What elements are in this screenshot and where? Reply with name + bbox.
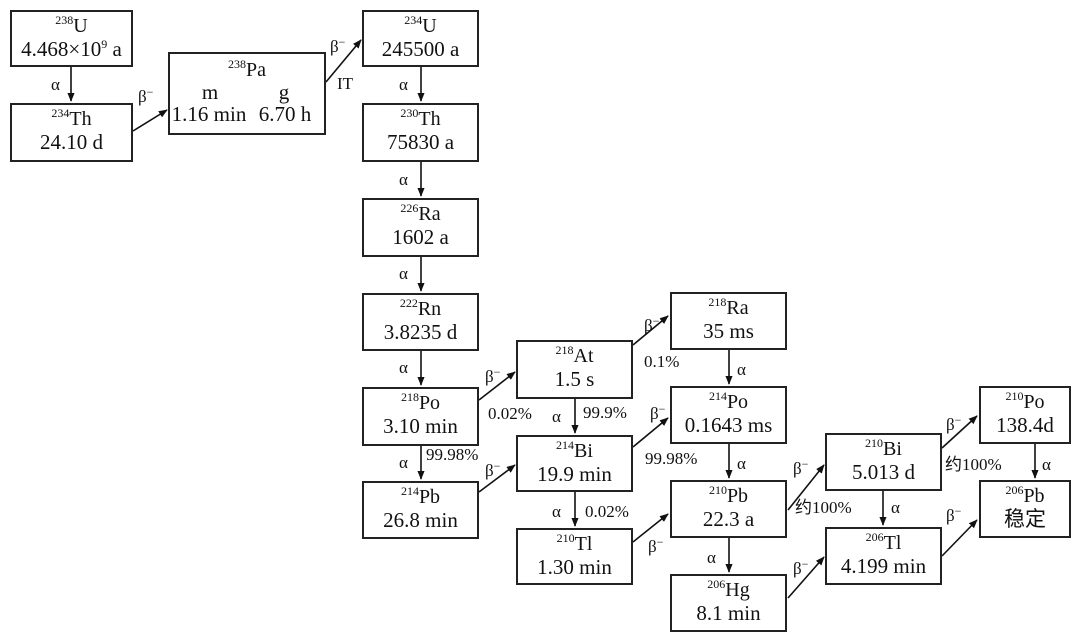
label-it-pa238: IT (337, 74, 354, 93)
arrow-tl210-pb210 (632, 513, 669, 543)
arrow-at218-ra218 (632, 315, 669, 346)
label-pct-po218-alpha: 99.98% (426, 445, 479, 464)
label-beta-at218: β− (644, 314, 660, 335)
label-beta-pb210: β− (793, 457, 809, 478)
label-alpha-th230: α (399, 170, 408, 189)
label-alpha-ra218: α (737, 360, 746, 379)
node-po214: 214Po 0.1643 ms (670, 386, 787, 444)
label-beta-tl210: β− (648, 535, 664, 556)
node-po218: 218Po 3.10 min (362, 387, 479, 446)
label-alpha-at218: α (552, 407, 561, 426)
arrow-tl206-pb206 (941, 519, 978, 557)
node-at218: 218At 1.5 s (516, 340, 633, 399)
label-pct-pb210-beta: 约100% (795, 498, 852, 517)
label-alpha-po210: α (1042, 455, 1051, 474)
node-hg206: 206Hg 8.1 min (670, 574, 787, 632)
label-beta-bi214: β− (650, 402, 666, 423)
label-pct-bi214-beta: 99.98% (645, 449, 698, 468)
node-u238: 238U 4.468×109 a (10, 10, 133, 67)
node-bi210: 210Bi 5.013 d (825, 433, 942, 491)
label-alpha-u238: α (51, 75, 60, 94)
label-beta-pa238: β− (330, 35, 346, 56)
node-bi214: 214Bi 19.9 min (516, 435, 633, 492)
node-rn222: 222Rn 3.8235 d (362, 293, 479, 351)
node-pb210: 210Pb 22.3 a (670, 480, 787, 538)
label-beta-tl206: β− (946, 504, 962, 525)
label-alpha-po214: α (737, 454, 746, 473)
label-pct-po218-beta: 0.02% (488, 404, 532, 423)
label-beta-bi210: β− (946, 413, 962, 434)
arrow-th234-pa238 (132, 109, 168, 132)
label-alpha-u234: α (399, 75, 408, 94)
label-pct-at218-beta: 0.1% (644, 352, 680, 371)
node-ra218: 218Ra 35 ms (670, 292, 787, 350)
label-beta-th234: β− (138, 85, 154, 106)
label-beta-hg206: β− (793, 557, 809, 578)
node-u234: 234U 245500 a (362, 10, 479, 67)
node-tl206: 206Tl 4.199 min (825, 527, 942, 585)
arrow-pa238-u234 (325, 39, 362, 83)
node-pb206: 206Pb 稳定 (979, 480, 1071, 538)
arrow-pb214-bi214 (478, 464, 516, 493)
node-th234: 234Th 24.10 d (10, 103, 133, 162)
label-alpha-bi214: α (552, 502, 561, 521)
arrow-hg206-tl206 (787, 556, 825, 599)
label-alpha-rn222: α (399, 358, 408, 377)
arrow-pb210-bi210 (787, 464, 825, 511)
node-po210: 210Po 138.4d (979, 386, 1071, 444)
arrow-bi210-po210 (941, 415, 978, 449)
label-alpha-pb210: α (707, 548, 716, 567)
label-pct-bi210-beta: 约100% (945, 455, 1002, 474)
label-alpha-po218: α (399, 453, 408, 472)
label-beta-pb214: β− (485, 459, 501, 480)
node-tl210: 210Tl 1.30 min (516, 528, 633, 585)
node-ra226: 226Ra 1602 a (362, 198, 479, 257)
label-beta-po218: β− (485, 365, 501, 386)
arrow-po218-at218 (478, 371, 516, 401)
node-th230: 230Th 75830 a (362, 103, 479, 162)
node-pb214: 214Pb 26.8 min (362, 481, 479, 539)
label-pct-at218-alpha: 99.9% (583, 403, 627, 422)
label-alpha-ra226: α (399, 264, 408, 283)
label-alpha-bi210: α (891, 498, 900, 517)
arrow-bi214-po214 (632, 417, 669, 448)
label-pct-bi214-alpha: 0.02% (585, 502, 629, 521)
